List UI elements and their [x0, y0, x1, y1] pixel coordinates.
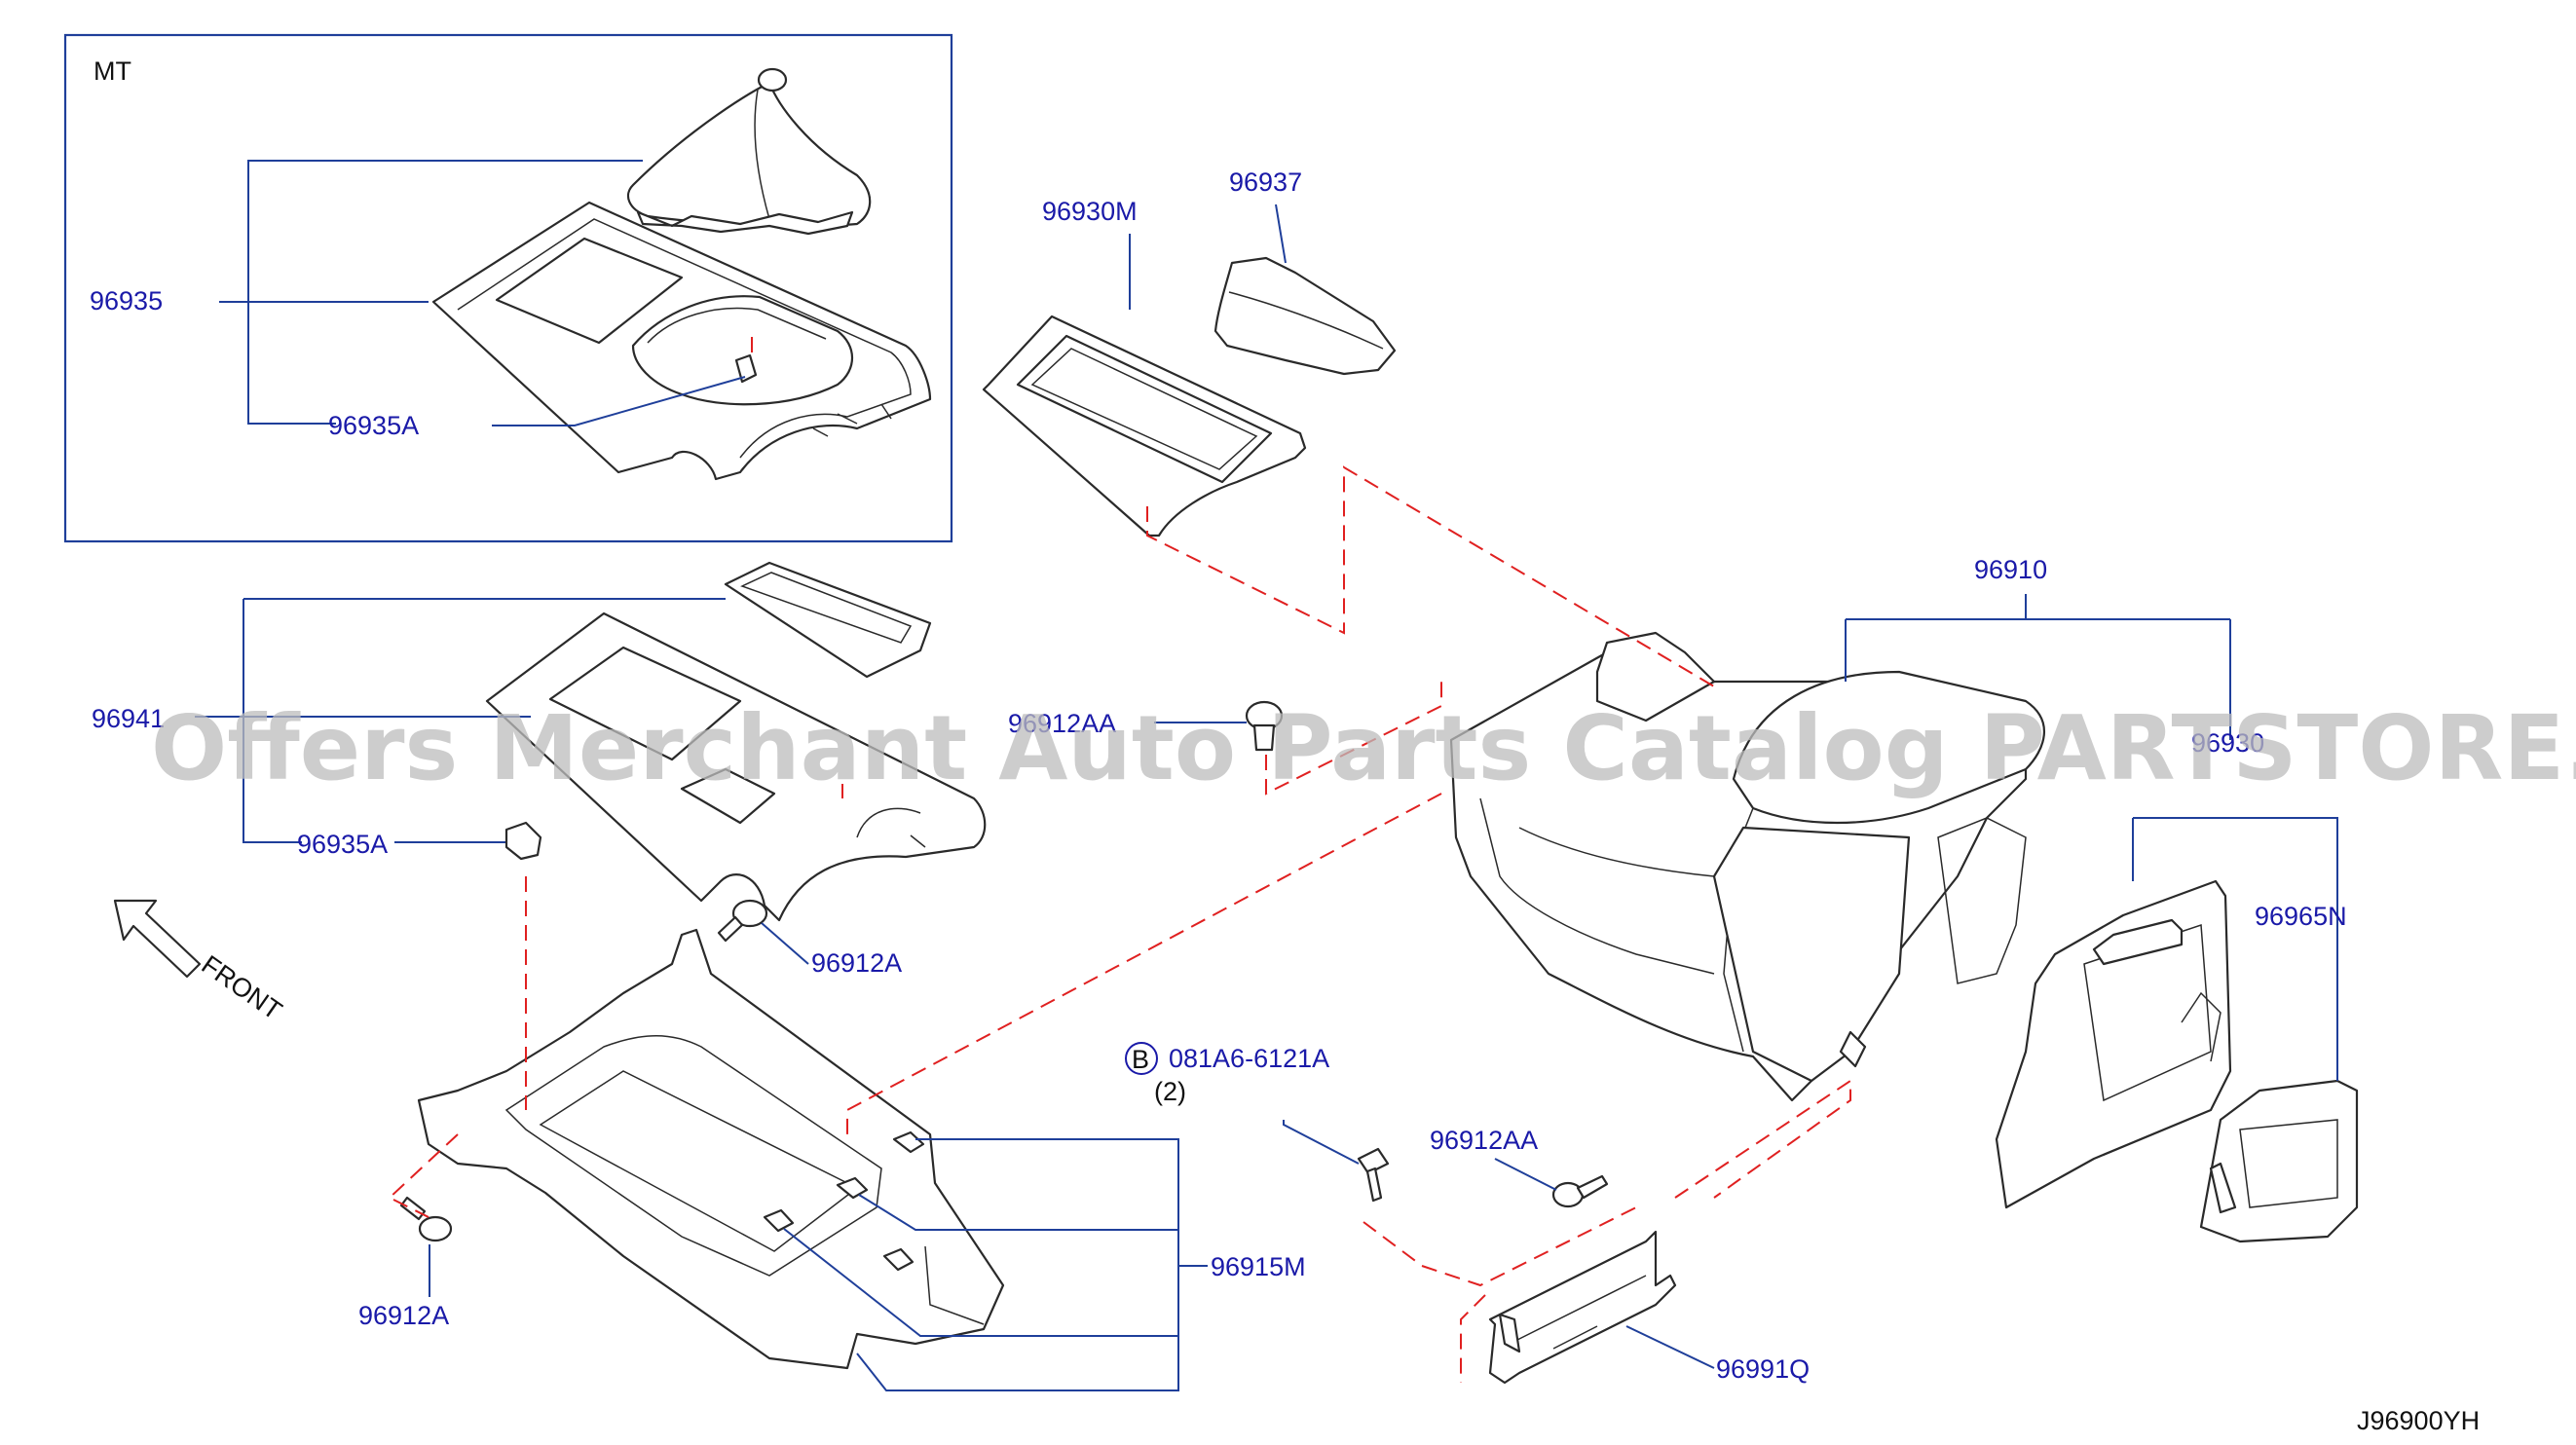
leader-081A6 [1283, 1120, 1360, 1165]
callout-96912AA-low: 96912AA [1430, 1126, 1538, 1155]
callout-96912A-low: 96912A [358, 1301, 449, 1330]
leader-96915M-b [858, 1194, 1178, 1231]
clip-part-96912AA-low [1551, 1174, 1609, 1208]
main-console-part [1449, 631, 2045, 1102]
callout-96930M: 96930M [1042, 197, 1138, 226]
screw-part-96912A-low [399, 1196, 453, 1242]
bolt-quantity: (2) [1154, 1077, 1186, 1106]
leader-96965N [2132, 817, 2338, 1081]
bolt-symbol-circle: B [1125, 1042, 1158, 1075]
callout-96915M: 96915M [1211, 1252, 1306, 1281]
bracket-part-96991Q [1488, 1230, 1677, 1385]
screw-part-96912A-mid [717, 899, 768, 943]
leader-96915M-c [783, 1228, 1178, 1337]
tray-finisher-part [982, 315, 1307, 537]
leader-96912A-mid [761, 922, 809, 965]
leader-96991Q [1625, 1325, 1715, 1369]
alignment-dashed-lines [388, 465, 1851, 1383]
leader-96915M-a [856, 1138, 1179, 1391]
callout-96910: 96910 [1974, 555, 2047, 584]
callout-96941: 96941 [92, 704, 165, 733]
mid-leader-lines [195, 598, 726, 843]
callout-96930-partial: 96930 [2191, 728, 2264, 758]
cover-part-96937 [1213, 256, 1397, 376]
watermark-text: Offers Merchant Auto Parts Catalog PARTS… [151, 696, 2576, 800]
callout-96965N: 96965N [2255, 902, 2347, 931]
bolt-symbol-letter: B [1132, 1045, 1149, 1074]
front-label: FRONT [197, 949, 287, 1025]
console-finisher-part [431, 201, 932, 481]
console-finisher-at-part [485, 561, 987, 922]
rear-finisher-part [1995, 879, 2232, 1209]
callout-96935: 96935 [90, 286, 163, 315]
clip-part-96912AA-top [1245, 700, 1284, 752]
clip-parts-96915M [763, 1130, 925, 1272]
mt-leader-lines [219, 160, 753, 426]
bolt-part [1357, 1147, 1390, 1203]
callout-96937: 96937 [1229, 167, 1302, 197]
mt-inset-panel: MT 96935 96935A [63, 33, 953, 543]
mt-panel-label: MT [93, 56, 131, 86]
callout-96912A-mid: 96912A [811, 948, 902, 978]
leader-96910 [1845, 594, 2231, 740]
clip-part-96935A [504, 821, 542, 861]
ash-tray-part [2199, 1079, 2359, 1243]
callout-081A6-6121A: 081A6-6121A [1169, 1044, 1329, 1073]
lower-console-box-part [417, 928, 1005, 1370]
diagram-code: J96900YH [2357, 1406, 2480, 1435]
callout-96935A-mid: 96935A [297, 830, 388, 859]
callout-96912AA-top: 96912AA [1008, 709, 1116, 738]
leader-96912AA-low [1494, 1158, 1557, 1191]
leader-96937 [1275, 204, 1287, 264]
front-direction-arrow: FRONT [113, 899, 287, 1025]
shift-boot-part [626, 67, 872, 236]
callout-96935A-top: 96935A [328, 411, 419, 440]
callout-96991Q: 96991Q [1716, 1354, 1810, 1384]
